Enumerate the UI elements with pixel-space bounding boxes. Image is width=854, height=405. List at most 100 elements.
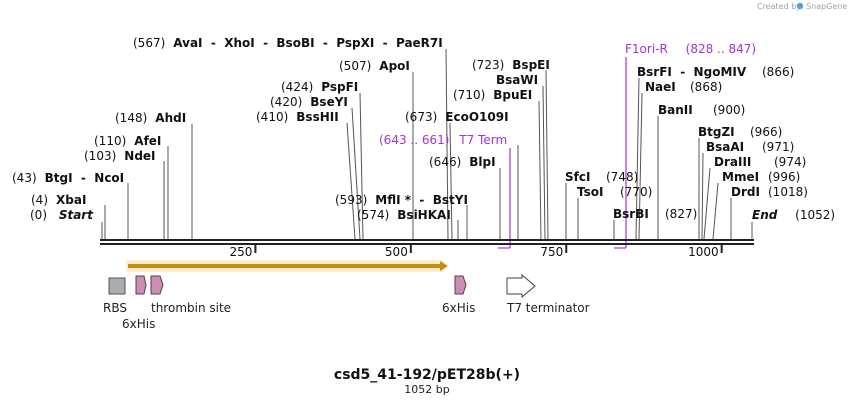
end-name: End <box>752 208 778 222</box>
site-label[interactable]: (410)BssHII <box>256 110 339 124</box>
site-label[interactable]: (43)BtgI - NcoI <box>12 171 124 185</box>
leader-line-bsshii <box>346 122 356 240</box>
site-label[interactable]: TsoI <box>577 185 603 199</box>
primer-f1ori-r[interactable] <box>614 57 627 249</box>
cds-feature[interactable] <box>126 260 448 272</box>
site-position: (593) <box>335 193 367 207</box>
site-label[interactable]: (974) <box>774 155 806 169</box>
site-label[interactable]: (673)EcoO109I <box>405 110 509 124</box>
site-label[interactable]: (103)NdeI <box>84 149 156 163</box>
thrombin-site-arrow[interactable] <box>150 275 164 295</box>
his-tag-left-arrow[interactable] <box>135 275 147 295</box>
site-position: (996) <box>768 170 800 184</box>
site-label[interactable]: BsrBI <box>613 207 649 221</box>
site-enzyme-names: MmeI <box>722 170 759 184</box>
site-enzyme-names: DraIII <box>714 155 751 169</box>
site-label[interactable]: DrdI <box>731 185 760 199</box>
map-title: csd5_41-192/pET28b(+) <box>334 367 520 383</box>
site-label[interactable]: (723) BspEI <box>472 58 550 72</box>
site-label[interactable]: BtgZI <box>698 125 735 139</box>
site-label[interactable]: (507)ApoI <box>339 59 410 73</box>
site-label[interactable]: BsaWI <box>496 73 538 87</box>
site-enzyme-names: BanII <box>658 103 693 117</box>
site-label[interactable]: (827) <box>665 207 697 221</box>
t7term-label[interactable]: (643 .. 661) T7 Term <box>379 133 507 147</box>
site-enzyme-names: AfeI <box>134 134 161 148</box>
credit-prefix: Created by <box>757 2 801 11</box>
his-right-label: 6xHis <box>442 301 475 315</box>
site-enzyme-names: SfcI <box>565 170 590 184</box>
feature-track <box>108 273 536 299</box>
feature-labels: RBS 6xHis thrombin site 6xHis T7 termina… <box>103 301 590 331</box>
site-label[interactable]: (593) MflI * - BstYI <box>335 193 468 207</box>
site-enzyme-names: DrdI <box>731 185 760 199</box>
site-label[interactable]: SfcI <box>565 170 590 184</box>
site-enzyme-names: TsoI <box>577 185 603 199</box>
site-enzyme-names: BpuEI <box>493 88 532 102</box>
site-position: (966) <box>750 125 782 139</box>
site-label[interactable]: (996) <box>768 170 800 184</box>
site-position: (723) <box>472 58 504 72</box>
site-label[interactable]: (966) <box>750 125 782 139</box>
site-enzyme-names: BtgZI <box>698 125 735 139</box>
site-enzyme-names: BsiHKAI <box>397 208 451 222</box>
site-label[interactable]: (424)PspFI <box>281 80 358 94</box>
site-enzyme-names: BspEI <box>512 58 550 72</box>
site-enzyme-names: AhdI <box>155 111 186 125</box>
site-label[interactable]: (574)BsiHKAI <box>357 208 451 222</box>
primer-label[interactable]: F1ori-R (828 .. 847) <box>625 42 756 56</box>
site-label[interactable]: BsaAI <box>706 140 744 154</box>
rbs-box[interactable] <box>108 277 126 295</box>
site-labels: (0) Start End (1052) <box>30 208 835 222</box>
axis-tick-label: 500 <box>385 245 408 259</box>
leader-line-draiii <box>703 167 711 240</box>
site-label[interactable]: (868) <box>690 80 722 94</box>
leader-line-bseyi <box>351 107 361 240</box>
site-label[interactable]: (971) <box>762 140 794 154</box>
site-label[interactable]: (148)AhdI <box>115 111 186 125</box>
site-label[interactable]: (110) AfeI <box>94 134 161 148</box>
site-label[interactable]: (1018) <box>768 185 808 199</box>
restriction-sites: (4)XbaI (43)BtgI - NcoI (103)NdeI(110) AfeI… <box>12 36 808 222</box>
site-label[interactable]: (4)XbaI <box>31 193 86 207</box>
leader-line-pspfi <box>359 92 364 240</box>
backbone-bottom-strand <box>100 243 754 245</box>
site-enzyme-names: MflI * - BstYI <box>375 193 468 207</box>
site-label[interactable]: NaeI <box>645 80 676 94</box>
t7term-range: (643 .. 661) <box>379 133 449 147</box>
rbs-label: RBS <box>103 301 127 315</box>
site-label[interactable]: (900) <box>713 103 745 117</box>
site-end[interactable]: End (1052) <box>752 208 835 222</box>
site-label[interactable]: (646)BlpI <box>429 155 496 169</box>
site-label[interactable]: (420)BseYI <box>270 95 348 109</box>
site-enzyme-names: ApoI <box>379 59 410 73</box>
t7-terminator-arrow[interactable] <box>506 273 536 299</box>
site-enzyme-names: NaeI <box>645 80 676 94</box>
site-label[interactable]: DraIII <box>714 155 751 169</box>
his-tag-right-arrow[interactable] <box>454 275 467 295</box>
site-enzyme-names: EcoO109I <box>445 110 508 124</box>
site-position: (770) <box>620 185 652 199</box>
site-label[interactable]: (567)AvaI - XhoI - BsoBI - PspXI - PaeR7… <box>133 36 443 50</box>
leader-line-bsawi <box>542 85 546 240</box>
leader-line-ecoo109i <box>449 122 453 240</box>
map-length: 1052 bp <box>404 383 449 396</box>
site-enzyme-names: NdeI <box>124 149 155 163</box>
site-label[interactable]: MmeI <box>722 170 759 184</box>
site-position: (868) <box>690 80 722 94</box>
site-start[interactable]: (0) Start <box>30 208 94 222</box>
his-left-label: 6xHis <box>122 317 155 331</box>
site-label[interactable]: (770) <box>620 185 652 199</box>
site-position: (110) <box>94 134 126 148</box>
site-label[interactable]: (748) <box>606 170 638 184</box>
site-label[interactable]: BsrFI - NgoMIV <box>637 65 747 79</box>
site-label[interactable]: (710)BpuEI <box>453 88 532 102</box>
site-position: (900) <box>713 103 745 117</box>
site-enzyme-names: PspFI <box>321 80 358 94</box>
site-enzyme-names: BssHII <box>296 110 338 124</box>
primer-name: F1ori-R <box>625 42 668 56</box>
site-label[interactable]: (866) <box>762 65 794 79</box>
site-label[interactable]: BanII <box>658 103 693 117</box>
site-enzyme-names: BsaWI <box>496 73 538 87</box>
end-pos: (1052) <box>795 208 835 222</box>
